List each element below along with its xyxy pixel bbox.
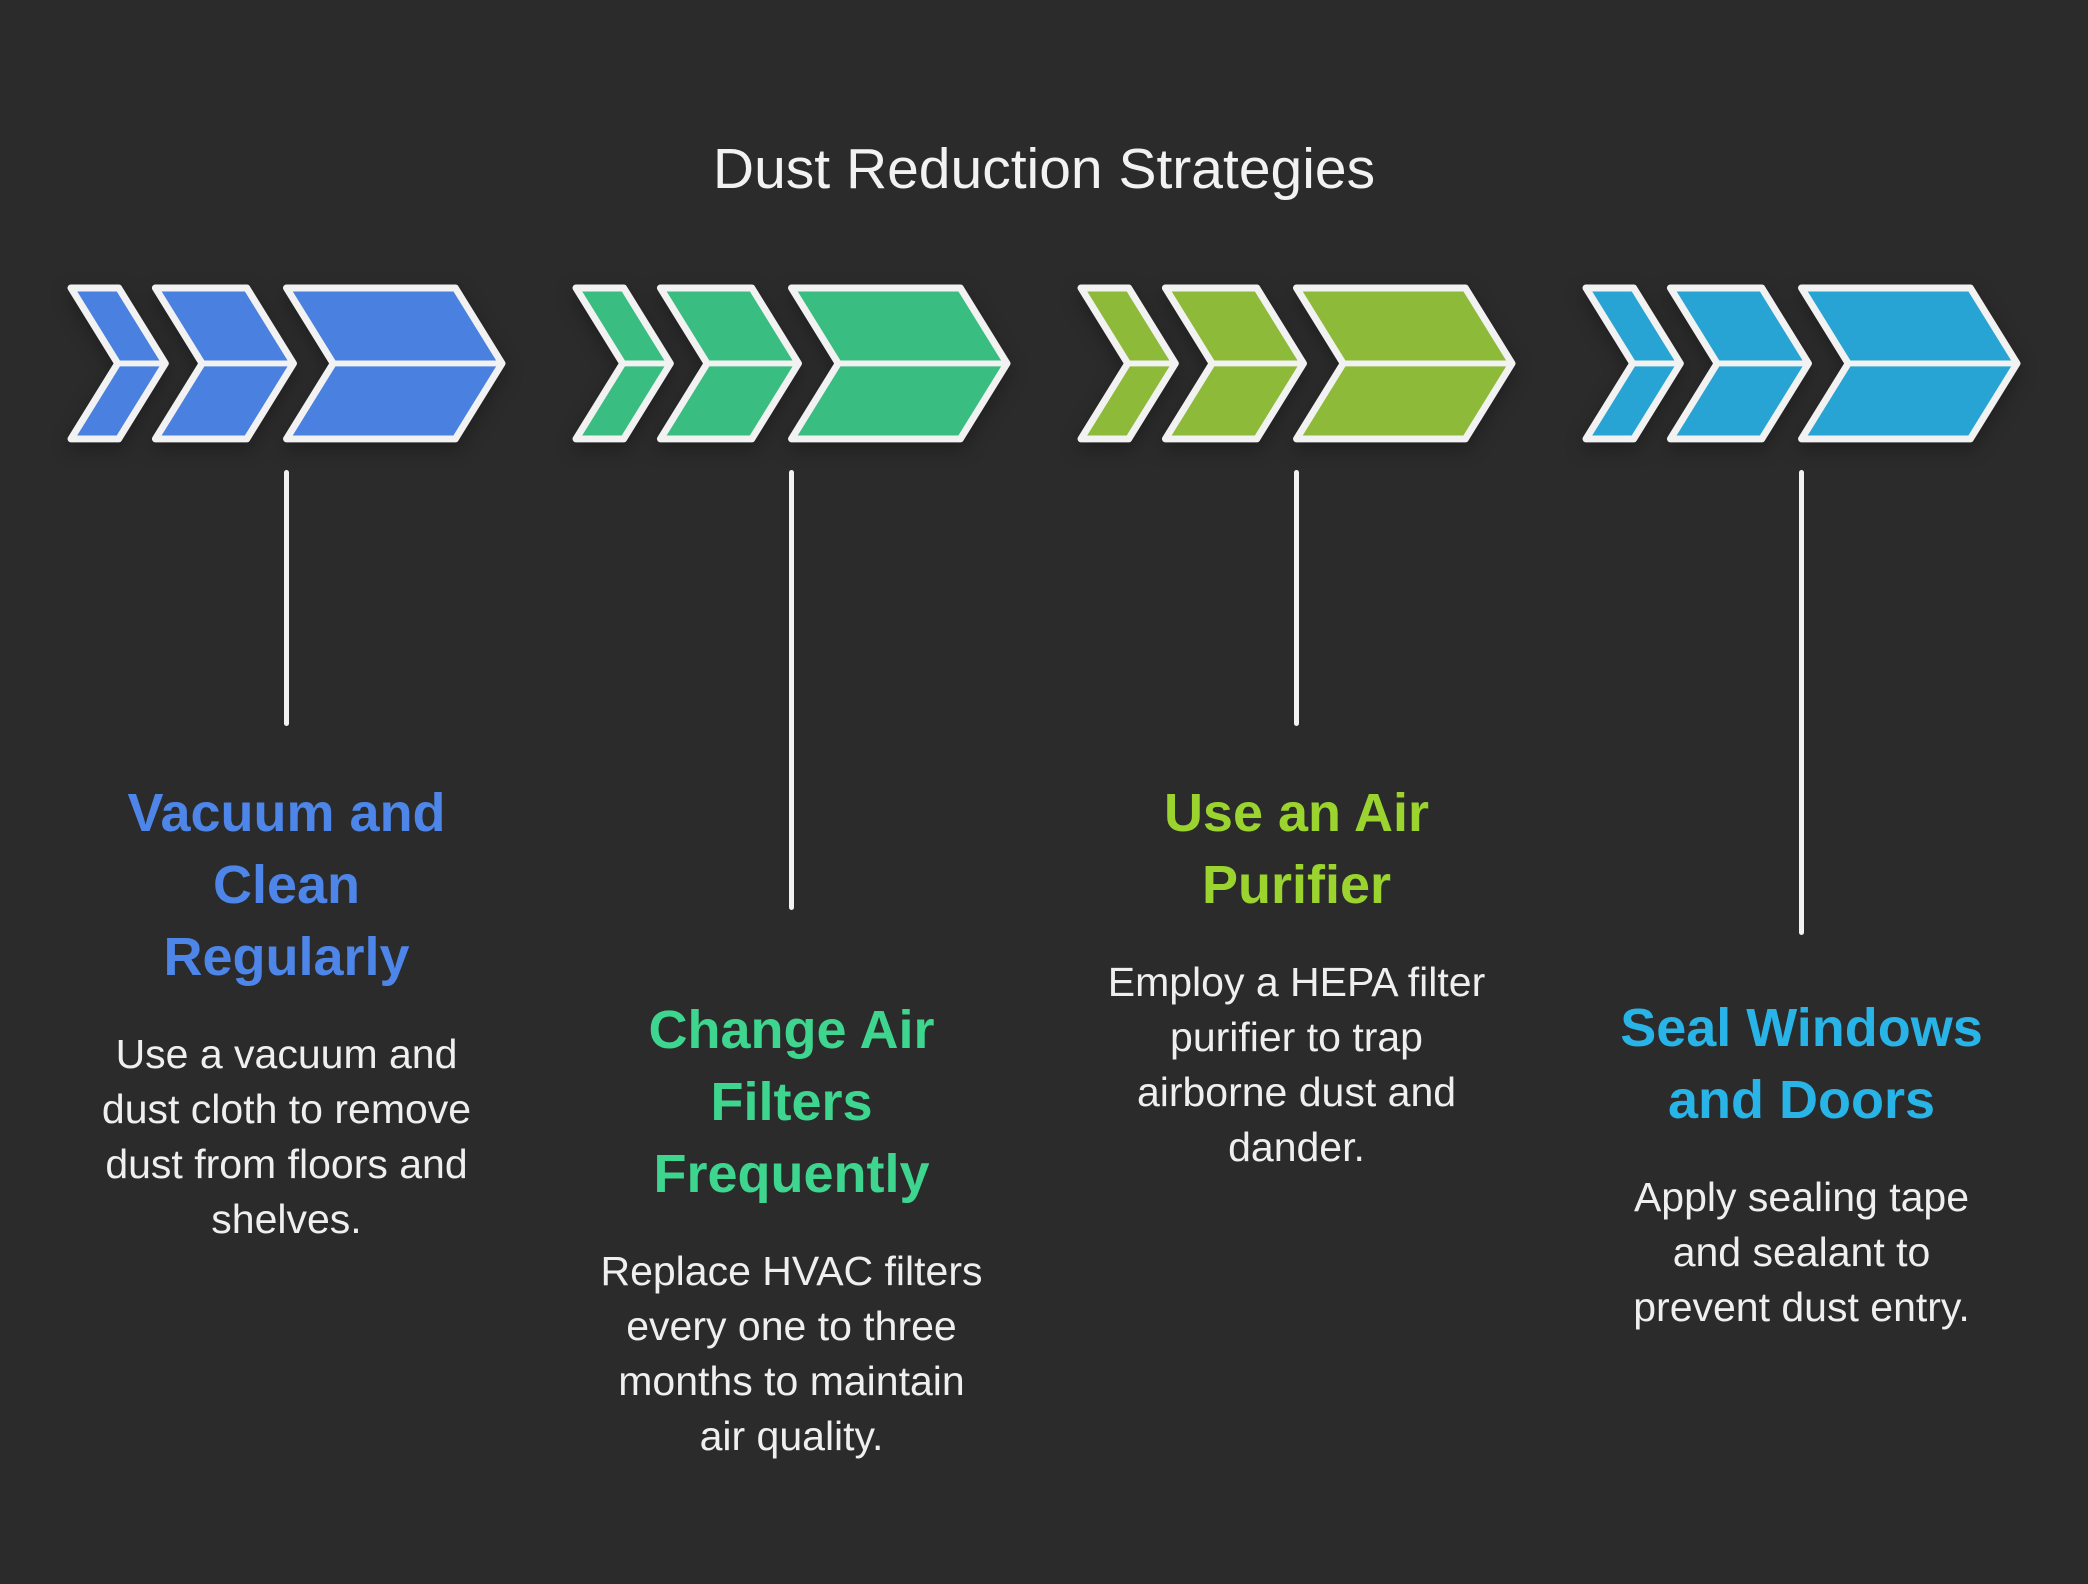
strategy-column-vacuum: Vacuum and Clean Regularly Use a vacuum …: [66, 283, 507, 1464]
strategy-heading: Use an Air Purifier: [1163, 782, 1430, 915]
triple-chevron-right-icon: [572, 284, 1011, 443]
strategy-column-filters: Change Air Filters Frequently Replace HV…: [571, 283, 1012, 1464]
triple-chevron-right-icon: [67, 284, 506, 443]
connector-line: [284, 469, 289, 726]
strategy-column-seal: Seal Windows and Doors Apply sealing tap…: [1581, 283, 2022, 1464]
triple-chevron-right-icon: [1077, 284, 1516, 443]
page-title: Dust Reduction Strategies: [712, 137, 1376, 201]
connector-line: [1294, 469, 1299, 726]
connector-line: [1799, 469, 1804, 935]
connector-line: [789, 469, 794, 910]
strategy-description: Employ a HEPA filter purifier to trap ai…: [1107, 958, 1486, 1170]
strategy-column-purifier: Use an Air Purifier Employ a HEPA filter…: [1076, 283, 1517, 1464]
strategy-description: Use a vacuum and dust cloth to remove du…: [101, 1030, 472, 1242]
strategy-description: Replace HVAC filters every one to three …: [600, 1247, 983, 1459]
strategy-heading: Seal Windows and Doors: [1620, 997, 1983, 1130]
strategy-heading: Vacuum and Clean Regularly: [127, 782, 446, 987]
strategy-heading: Change Air Filters Frequently: [648, 999, 935, 1204]
triple-chevron-right-icon: [1582, 284, 2021, 443]
strategy-description: Apply sealing tape and sealant to preven…: [1633, 1173, 1970, 1330]
strategy-columns: Vacuum and Clean Regularly Use a vacuum …: [66, 283, 2022, 1464]
